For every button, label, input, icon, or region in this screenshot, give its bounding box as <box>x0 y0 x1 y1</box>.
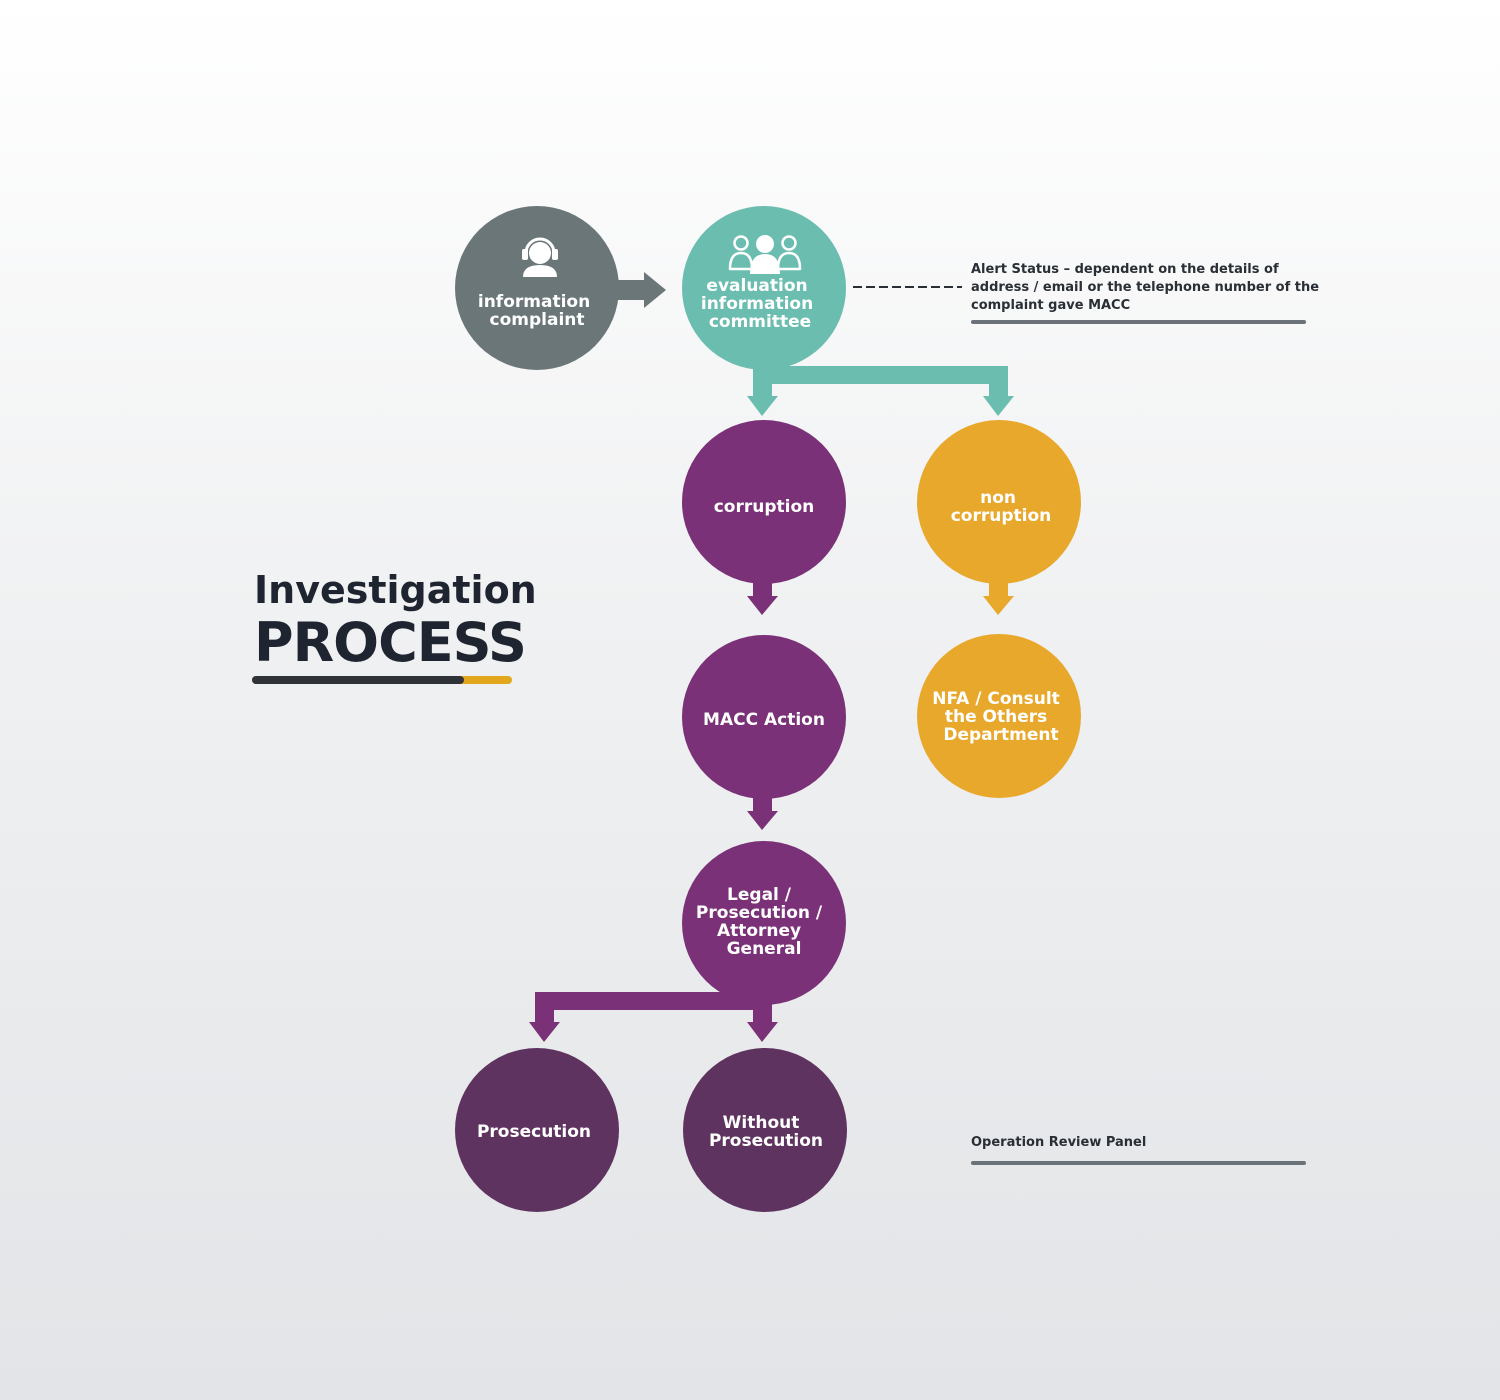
node-label-line: MACC Action <box>703 710 825 730</box>
node-label-line: information <box>701 294 813 314</box>
node-label-line: Prosecution <box>477 1122 591 1142</box>
title-process: PROCESS <box>254 611 527 674</box>
node-evaluation-information-committee: evaluation information committee <box>682 206 846 370</box>
node-legal-prosecution: Legal / Prosecution / Attorney General <box>682 841 846 1005</box>
node-label-line: evaluation <box>706 276 807 296</box>
branch-evaluation <box>747 362 1014 416</box>
node-label-line: the Others <box>945 707 1047 727</box>
node-label-line: Prosecution <box>709 1131 823 1151</box>
svg-text:NFA / Consult the Others: NFA / Consult the Others Department <box>932 689 1065 745</box>
node-label-line: non <box>980 488 1016 508</box>
arrow-to-corruption <box>747 396 778 416</box>
branch-legal <box>529 992 778 1042</box>
arrow-to-non-corruption <box>983 396 1014 416</box>
arrow-complaint-to-evaluation <box>612 272 666 308</box>
node-label-line: Without <box>723 1113 800 1133</box>
svg-text:Prosecution: Prosecution <box>477 1122 591 1142</box>
svg-text:MACC Action: MACC Action <box>703 710 825 730</box>
arrow-to-without-prosecution <box>747 1022 778 1042</box>
alert-status-note: Alert Status – dependent on the details … <box>971 262 1320 313</box>
title-investigation: Investigation <box>254 568 537 612</box>
node-label-line: Prosecution / <box>696 903 823 923</box>
node-non-corruption: non corruption <box>917 420 1081 584</box>
node-label-line: General <box>727 939 802 959</box>
node-label-line: corruption <box>951 506 1052 526</box>
group-people-icon <box>728 235 802 274</box>
svg-text:corruption: corruption <box>714 497 815 517</box>
node-label-line: Department <box>943 725 1058 745</box>
node-label-line: Legal / <box>727 885 792 905</box>
node-nfa-consult: NFA / Consult the Others Department <box>917 634 1081 798</box>
svg-text:evaluation information: evaluation information committee <box>701 276 819 332</box>
node-label-line: committee <box>709 312 811 332</box>
node-label-line: NFA / Consult <box>932 689 1060 709</box>
node-without-prosecution: Without Prosecution <box>683 1048 847 1212</box>
operation-review-panel-note: Operation Review Panel <box>971 1135 1147 1150</box>
headset-agent-icon <box>522 237 558 277</box>
svg-text:non corruption: non corruption <box>951 488 1052 526</box>
node-label-line: corruption <box>714 497 815 517</box>
node-information-complaint: information complaint <box>455 206 619 370</box>
node-label-line: complaint <box>490 310 585 330</box>
svg-text:Without Prosecution: Without Prosecution <box>709 1113 823 1151</box>
svg-text:information complaint: information complaint <box>478 292 596 330</box>
node-corruption: corruption <box>682 420 846 584</box>
arrow-to-prosecution <box>529 1022 560 1042</box>
node-label-line: Attorney <box>717 921 801 941</box>
node-prosecution: Prosecution <box>455 1048 619 1212</box>
node-macc-action: MACC Action <box>682 635 846 799</box>
node-label-line: information <box>478 292 590 312</box>
svg-text:Legal / Prosecution /: Legal / Prosecution / Attorney General <box>696 885 828 959</box>
